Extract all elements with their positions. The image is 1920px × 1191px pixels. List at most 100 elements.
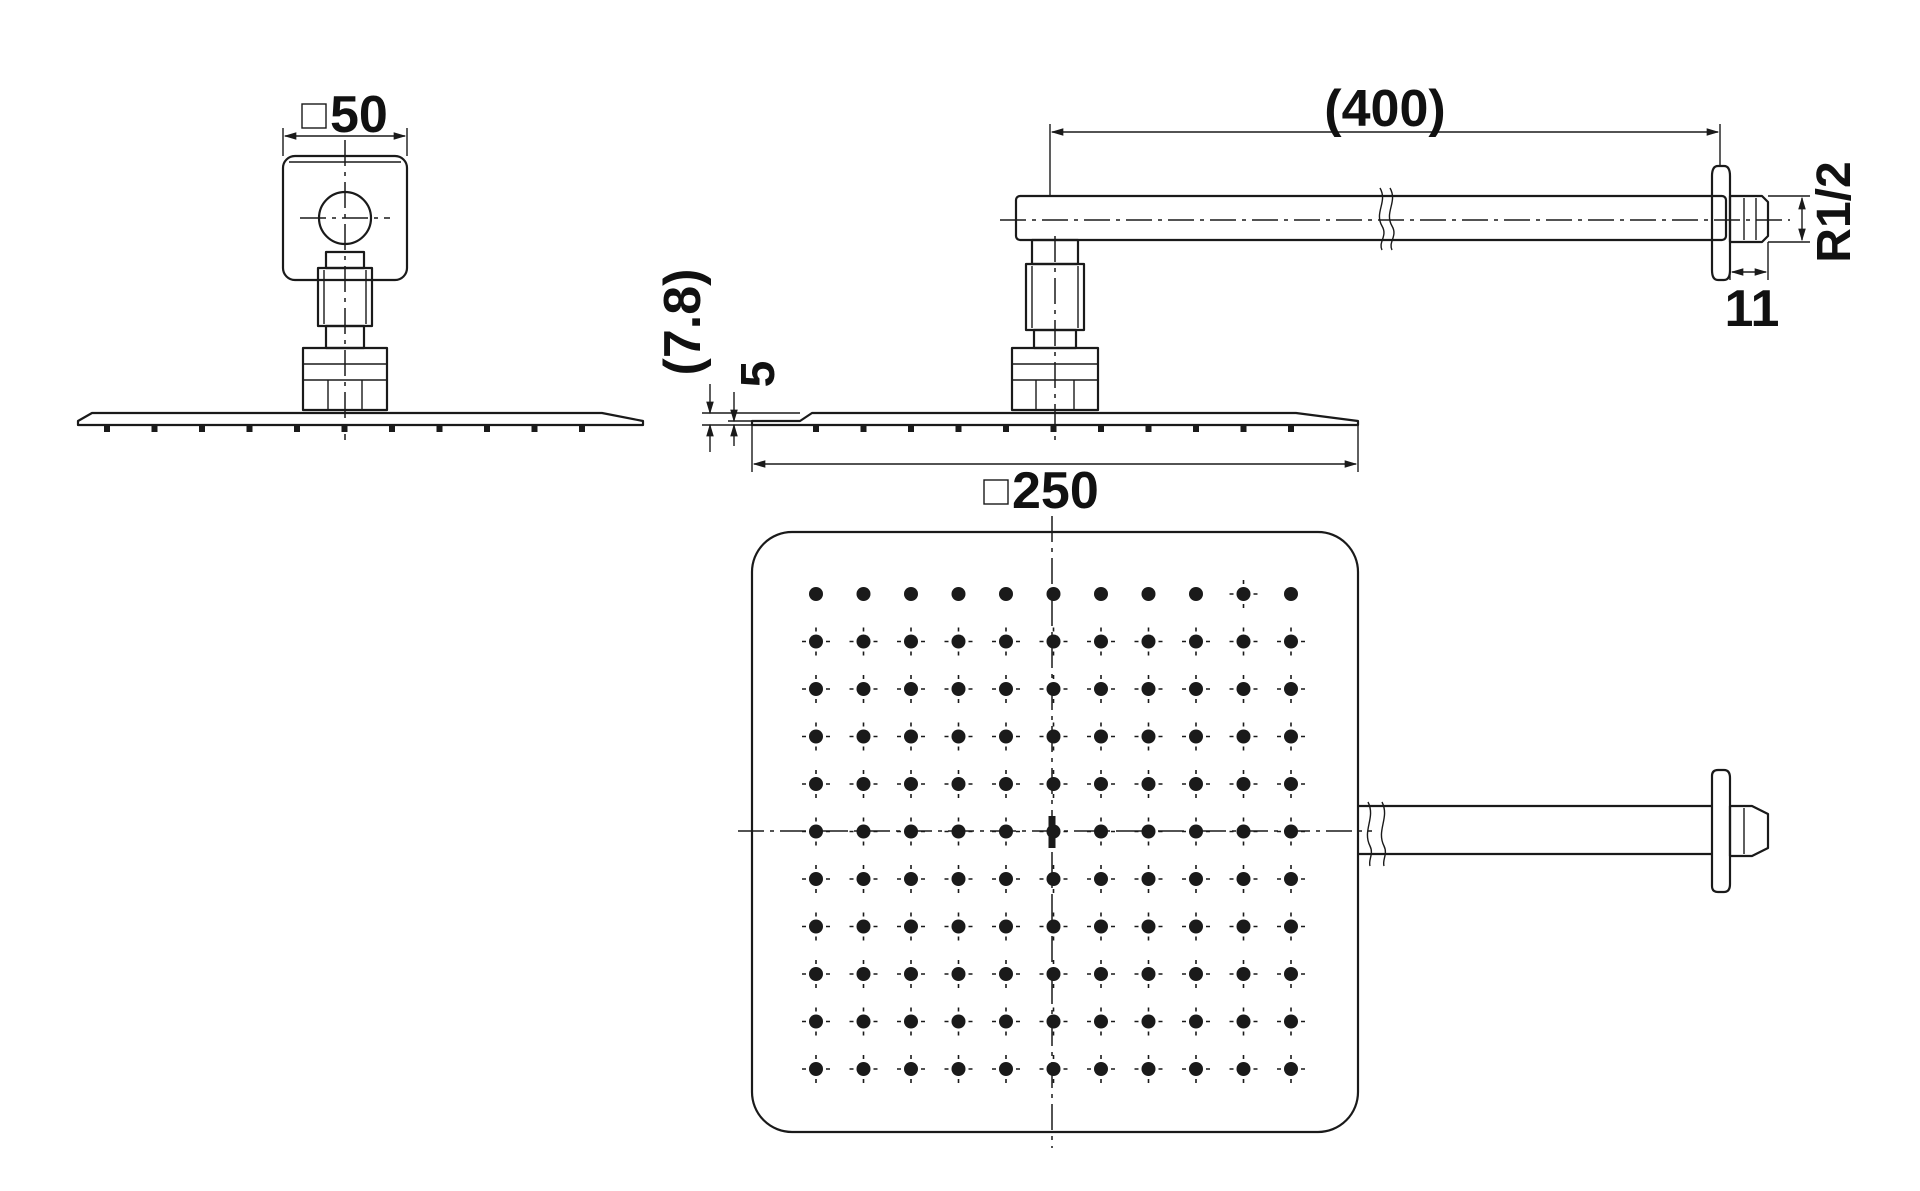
nozzle-dot [1284,1062,1298,1076]
nozzle-centermark [1229,1007,1258,1036]
nozzle-tick [484,425,490,432]
nozzle-tick [1003,425,1009,432]
nozzle-tick [908,425,914,432]
nozzle-centermark [1087,770,1115,798]
nozzle-dot [1046,1014,1061,1029]
nozzle-dot [1189,682,1203,696]
nozzle-dot [951,1062,966,1076]
nozzle-centermark [1277,627,1305,656]
nozzle-centermark [1087,865,1115,893]
nozzle-dot [951,1014,966,1029]
top-thread-nipple [1728,804,1770,858]
nozzle-dot [856,824,871,839]
nozzle-centermark [1087,1055,1115,1083]
dim-arm-length: (400) [1324,80,1445,138]
nozzle-centermark [849,722,878,751]
nozzle-dot [999,777,1013,791]
nozzle-dot [1141,729,1156,744]
nozzle-dot [999,824,1013,839]
nozzle-centermark [1182,912,1210,941]
nozzle-centermark [944,1007,973,1036]
nozzle-centermark [1229,817,1258,846]
nozzle-dot [809,634,823,649]
nozzle-centermark [802,865,830,893]
nozzle-centermark [897,722,925,751]
nozzle-dot [1189,777,1203,791]
nozzle-tick [151,425,158,432]
nozzle-centermark [1134,675,1163,703]
nozzle-dot [1236,1062,1251,1076]
nozzle-centermark [802,722,830,751]
nozzle-centermark [849,627,878,656]
nozzle-centermark [1039,627,1068,656]
nozzle-dot [1094,872,1108,886]
nozzle-dot [1094,682,1108,696]
nozzle-dot [999,1014,1013,1029]
nozzle-centermark [1229,912,1258,941]
nozzle-grid [802,580,1305,1083]
nozzle-dot [809,682,823,696]
dim-thread: R1/2 [1808,161,1861,262]
dim-edge-thickness: 5 [732,361,785,388]
nozzle-centermark [992,675,1020,703]
nozzle-dot [856,777,871,791]
nozzle-dot [1141,872,1156,886]
nozzle-tick [341,425,348,432]
nozzle-tick [1240,425,1247,432]
side-shower-arm [1014,194,1728,242]
nozzle-centermark [1182,1007,1210,1036]
nozzle-centermark [1182,1055,1210,1083]
nozzle-centermark [1277,722,1305,751]
nozzle-centermark [1039,960,1068,988]
nozzle-dot [1236,919,1251,934]
nozzle-dot [1141,1062,1156,1076]
nozzle-centermark [1087,960,1115,988]
nozzle-dot [904,824,918,839]
nozzle-centermark [944,770,973,798]
nozzle-centermark [1229,627,1258,656]
nozzle-centermark [897,770,925,798]
nozzle-tick [860,425,867,432]
nozzle-dot [1094,967,1108,981]
nozzle-centermark [1134,912,1163,941]
nozzle-centermark [849,817,878,846]
nozzle-centermark [1277,675,1305,703]
nozzle-dot [904,919,918,934]
nozzle-centermark [944,627,973,656]
nozzle-dot [1046,872,1061,886]
dim-total-thickness: (7.8) [654,269,712,376]
nozzle-centermark [1229,1055,1258,1083]
nozzle-centermark [1134,770,1163,798]
nozzle-dot [1189,1062,1203,1076]
nozzle-dot [1236,587,1251,601]
nozzle-dot [951,682,966,696]
nozzle-centermark [992,722,1020,751]
nozzle-centermark [849,770,878,798]
nozzle-centermark [1087,675,1115,703]
nozzle-tick [579,425,585,432]
nozzle-centermark [1039,817,1068,846]
nozzle-dot [1094,824,1108,839]
nozzle-centermark [897,1055,925,1083]
nozzle-dot [904,587,918,601]
nozzle-dot [856,919,871,934]
dim-thread-length: 11 [1725,280,1780,338]
nozzle-dot [904,872,918,886]
nozzle-centermark [944,912,973,941]
nozzle-centermark [802,675,830,703]
nozzle-dot [904,634,918,649]
nozzle-centermark [897,865,925,893]
nozzle-centermark [992,912,1020,941]
nozzle-centermark [944,865,973,893]
nozzle-centermark [992,1007,1020,1036]
nozzle-dot [999,729,1013,744]
nozzle-centermark [1277,817,1305,846]
nozzle-centermark [802,770,830,798]
nozzle-dot [904,967,918,981]
nozzle-dot [1046,587,1061,601]
nozzle-tick [294,425,300,432]
nozzle-dot [999,634,1013,649]
nozzle-centermark [1229,960,1258,988]
nozzle-centermark [1087,817,1115,846]
nozzle-centermark [897,627,925,656]
